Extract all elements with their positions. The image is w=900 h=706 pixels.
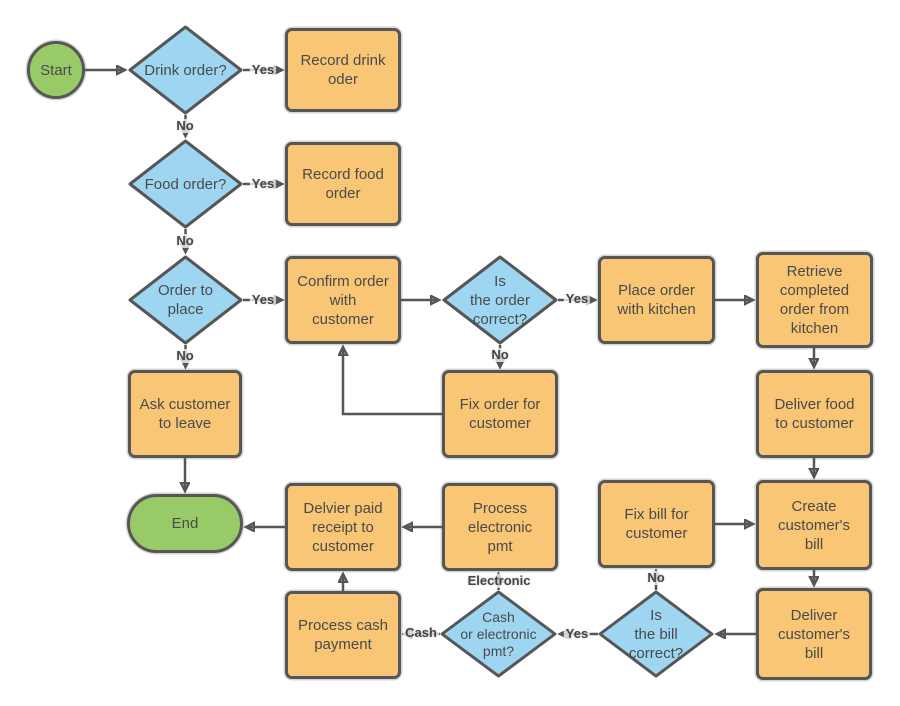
node-ask-leave-label: Ask customer to leave: [139, 396, 231, 432]
node-deliver-receipt: Delvier paid receipt to customer: [285, 483, 401, 571]
node-record-drink-label: Record drink oder: [300, 52, 386, 88]
node-ask-leave: Ask customer to leave: [128, 370, 242, 458]
node-fix-bill-label: Fix bill for customer: [624, 506, 689, 542]
node-food-order: Food order?: [128, 139, 243, 229]
node-deliver-food: Deliver food to customer: [756, 370, 873, 458]
node-create-bill-label: Create customer's bill: [777, 497, 851, 553]
edge-fix-order-confirm: [343, 347, 442, 416]
node-fix-bill: Fix bill for customer: [598, 480, 715, 568]
diamond-shape: [128, 255, 243, 345]
node-end-label: End: [171, 515, 199, 532]
edge-label-pay-electronic: Electronic: [465, 573, 533, 588]
edge-label-order-correct-no: No: [489, 347, 511, 362]
edge-label-bill-yes: Yes: [563, 626, 591, 641]
node-process-electronic-label: Process electronic pmt: [467, 499, 533, 555]
node-is-order-correct: Is the order correct?: [442, 255, 558, 345]
edge-label-drink-yes: Yes: [249, 62, 277, 77]
edge-label-drink-no: No: [174, 118, 196, 133]
node-drink-order-label: Drink order?: [144, 61, 227, 79]
node-confirm-order-label: Confirm order with customer: [297, 272, 389, 328]
node-start-label: Start: [40, 61, 72, 79]
diamond-shape: [440, 590, 557, 678]
edge-label-food-no: No: [174, 233, 196, 248]
node-order-to-place: Order to place: [128, 255, 243, 345]
node-confirm-order: Confirm order with customer: [285, 256, 401, 344]
node-retrieve-order-label: Retrieve completed order from kitchen: [779, 263, 850, 337]
node-deliver-bill: Deliver customer's bill: [756, 588, 872, 680]
node-food-order-label: Food order?: [144, 175, 227, 193]
diamond-shape: [442, 255, 558, 345]
edge-label-place-no: No: [174, 348, 196, 363]
node-is-bill-correct-label: Is the bill correct?: [628, 606, 684, 662]
node-record-food: Record food order: [285, 142, 401, 226]
edge-label-food-yes: Yes: [249, 176, 277, 191]
node-process-electronic: Process electronic pmt: [442, 483, 558, 571]
edge-label-order-correct-yes: Yes: [563, 291, 591, 306]
node-order-to-place-label: Order to place: [157, 282, 214, 318]
node-place-order-label: Place order with kitchen: [617, 282, 696, 318]
node-end: End: [127, 494, 243, 553]
node-deliver-bill-label: Deliver customer's bill: [777, 606, 851, 662]
edge-label-place-yes: Yes: [249, 292, 277, 307]
node-start: Start: [27, 41, 85, 99]
node-create-bill: Create customer's bill: [756, 480, 872, 570]
diamond-shape: [128, 25, 243, 115]
node-cash-or-electronic-label: Cash or electronic pmt?: [460, 608, 537, 659]
node-fix-order: Fix order for customer: [442, 370, 558, 458]
diamond-shape: [128, 139, 243, 229]
node-deliver-receipt-label: Delvier paid receipt to customer: [303, 499, 383, 555]
node-cash-or-electronic: Cash or electronic pmt?: [440, 590, 557, 678]
node-drink-order: Drink order?: [128, 25, 243, 115]
edge-label-pay-cash: Cash: [403, 625, 439, 640]
node-is-order-correct-label: Is the order correct?: [469, 272, 531, 328]
node-fix-order-label: Fix order for customer: [459, 396, 541, 432]
node-record-drink: Record drink oder: [285, 28, 401, 112]
node-place-order: Place order with kitchen: [598, 256, 715, 344]
node-process-cash-label: Process cash payment: [297, 617, 389, 653]
node-is-bill-correct: Is the bill correct?: [598, 590, 714, 678]
node-retrieve-order: Retrieve completed order from kitchen: [756, 252, 873, 348]
node-deliver-food-label: Deliver food to customer: [774, 396, 855, 432]
diamond-shape: [598, 590, 714, 678]
node-process-cash: Process cash payment: [285, 591, 401, 679]
edge-label-bill-no: No: [645, 570, 667, 585]
node-record-food-label: Record food order: [302, 166, 384, 202]
